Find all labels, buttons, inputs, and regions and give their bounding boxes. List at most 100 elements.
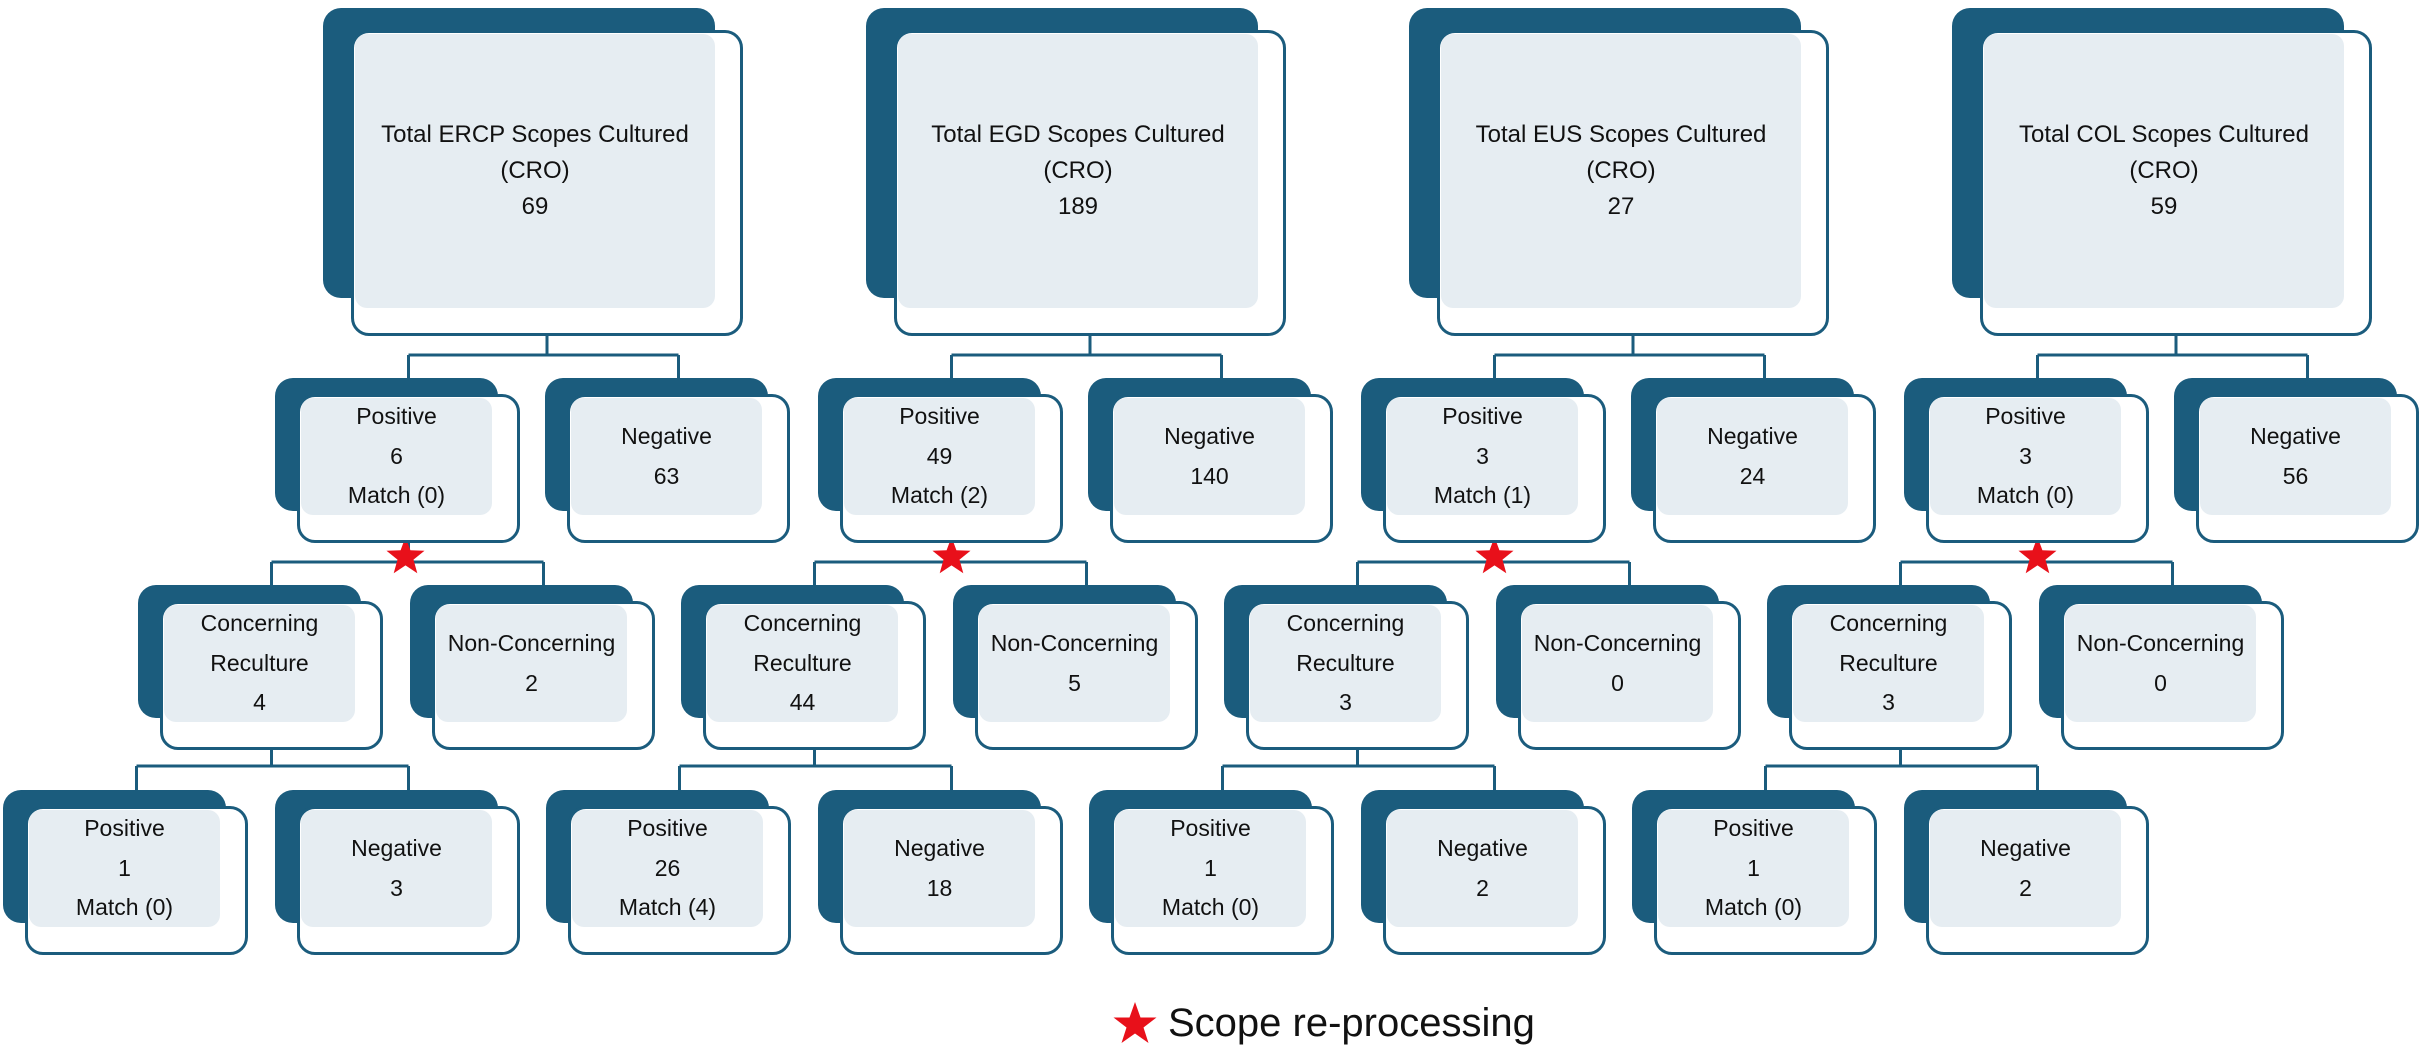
box-line: Match (2) (890, 482, 989, 509)
box-line: (CRO) (2129, 157, 2199, 184)
box-content: Negative 2 (1387, 810, 1578, 927)
box-line: Reculture (210, 649, 309, 676)
box-line: 1 (1204, 854, 1217, 881)
box-line: Non-Concerning (1533, 629, 1702, 656)
egd-root-box: Total EGD Scopes Cultured (CRO) 189 (866, 8, 1286, 336)
box-line: Match (0) (1161, 894, 1260, 921)
box-line: Negative (894, 834, 985, 861)
box-line: Total EGD Scopes Cultured (931, 121, 1225, 148)
box-line: Negative (1980, 834, 2071, 861)
box-line: Match (0) (347, 482, 446, 509)
box-line: Non-Concerning (2076, 629, 2245, 656)
box-line: 140 (1190, 462, 1229, 489)
box-line: Concerning (743, 610, 862, 637)
box-line: 59 (2150, 193, 2178, 220)
eus-non-concerning-box: Non-Concerning 0 (1496, 585, 1741, 750)
box-line: 27 (1607, 193, 1635, 220)
box-line: Negative (2250, 422, 2341, 449)
box-line: (CRO) (500, 157, 570, 184)
col-root-box: Total COL Scopes Cultured(CRO)59 (1952, 8, 2372, 336)
box-line: Negative (351, 834, 442, 861)
legend-label: Scope re-processing (1168, 1000, 1535, 1045)
box-line: 0 (2154, 669, 2167, 696)
box-line: Positive (627, 815, 708, 842)
box-content: Negative 24 (1657, 398, 1848, 515)
box-line: 5 (1068, 669, 1081, 696)
col-reculture-negative-box: Negative 2 (1904, 790, 2149, 955)
box-line: Concerning (200, 610, 319, 637)
box-line: Match (0) (75, 894, 174, 921)
ercp-root-box: Total ERCP Scopes Cultured (CRO) 69 (323, 8, 743, 336)
box-line: Total ERCP Scopes Cultured (381, 121, 689, 148)
box-line: 2 (1476, 874, 1489, 901)
box-content: Negative 140 (1114, 398, 1305, 515)
box-line: Total EUS Scopes Cultured (1475, 121, 1767, 148)
ercp-negative-box: Negative 63 (545, 378, 790, 543)
eus-root-box: Total EUS Scopes Cultured(CRO)27 (1409, 8, 1829, 336)
box-line: 1 (1747, 854, 1760, 881)
box-line: 3 (1339, 689, 1352, 716)
eus-reprocessing-star-icon (1475, 537, 1514, 574)
box-line: Negative (1164, 422, 1255, 449)
box-content: Non-Concerning 5 (979, 605, 1170, 722)
box-line: 3 (1476, 442, 1489, 469)
box-line: 24 (1739, 462, 1766, 489)
legend: Scope re-processing (1112, 1000, 1535, 1046)
box-line: Positive (1713, 815, 1794, 842)
box-line: Positive (84, 815, 165, 842)
egd-negative-box: Negative 140 (1088, 378, 1333, 543)
box-line: Non-Concerning (990, 629, 1159, 656)
box-content: Negative 56 (2200, 398, 2391, 515)
box-content: Total COL Scopes Cultured(CRO)59 (1984, 34, 2344, 308)
box-content: Non-Concerning 0 (2065, 605, 2256, 722)
box-line: 189 (1057, 193, 1099, 220)
red-star-icon (1113, 1002, 1157, 1043)
box-line: Negative (1707, 422, 1798, 449)
box-line: 63 (653, 462, 680, 489)
box-line: Positive (1170, 815, 1251, 842)
box-line: 69 (521, 193, 549, 220)
box-content: Negative 2 (1930, 810, 2121, 927)
box-line: 49 (926, 442, 953, 469)
box-content: Negative 63 (571, 398, 762, 515)
box-line: (CRO) (1043, 157, 1113, 184)
box-line: 44 (789, 689, 816, 716)
box-line: 1 (118, 854, 131, 881)
box-line: Positive (899, 403, 980, 430)
box-line: Positive (356, 403, 437, 430)
box-line: 2 (2019, 874, 2032, 901)
box-line: Reculture (1296, 649, 1395, 676)
box-content: Non-Concerning 0 (1522, 605, 1713, 722)
box-content: Total ERCP Scopes Cultured (CRO) 69 (355, 34, 715, 308)
box-line: 0 (1611, 669, 1624, 696)
egd-reprocessing-star-icon (932, 537, 971, 574)
box-line: 56 (2282, 462, 2309, 489)
box-line: Non-Concerning (447, 629, 616, 656)
box-line: Negative (621, 422, 712, 449)
box-line: 6 (390, 442, 403, 469)
col-reprocessing-star-icon (2018, 537, 2057, 574)
box-line: Negative (1437, 834, 1528, 861)
